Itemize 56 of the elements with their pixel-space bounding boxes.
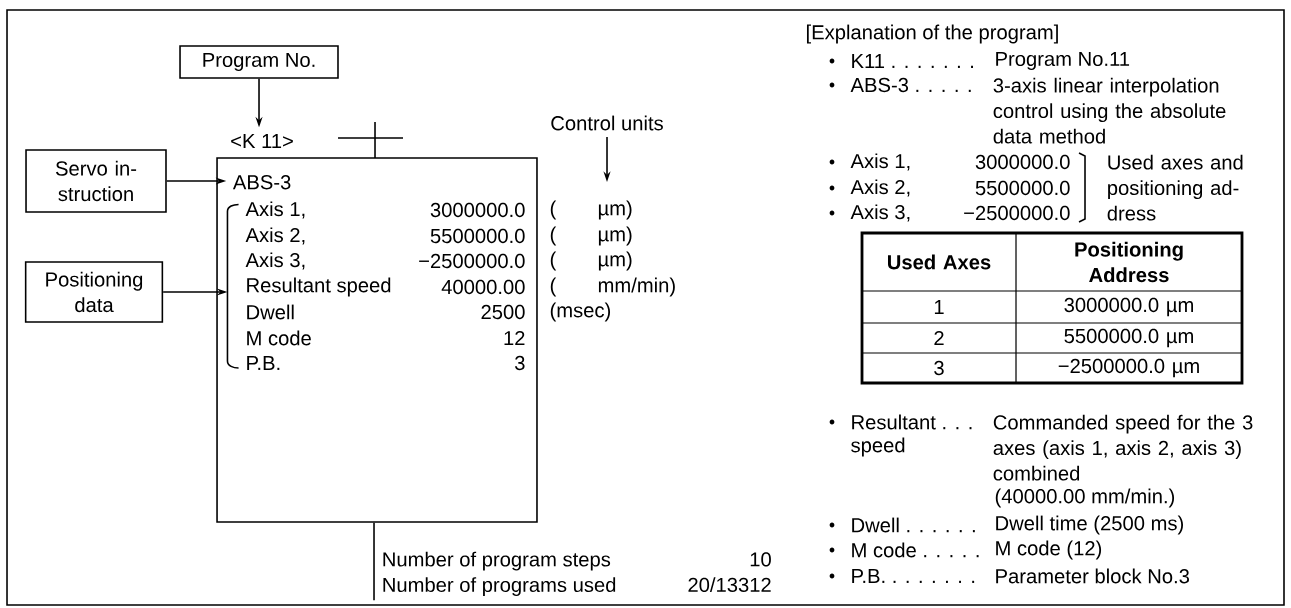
unit-text: ( [550,200,557,220]
term-text: Resultant . . . [852,414,972,430]
table-text: 2 [934,330,944,346]
description-text: Program No.11 [996,51,1130,71]
bracket [226,203,240,369]
instruction-text: ABS-3 [232,175,291,190]
description-text: Used axes and positioning ad- dress [1107,154,1243,221]
term-text: ABS-3 . . . . . [850,77,971,93]
program-box [216,157,538,523]
term-text: K11 . . . . . . . [852,54,973,68]
column-header: Positioning Address [1075,241,1183,283]
term-text: Axis 3, [850,204,910,222]
table-text: 3 [934,360,944,376]
heading: [Explanation of the program] [807,24,1058,44]
annotation-text: Control units [551,115,663,131]
description-text: (40000.00 mm/min.) [995,488,1175,508]
term-text: Axis 1, [850,153,910,171]
unit-text: µm) [598,251,632,271]
value-text: 40000.00 [441,279,525,295]
program-number-text: <K 11> [231,134,293,148]
value-text: 12 [504,330,525,346]
value-text: −2500000.0 [964,205,1070,221]
description-text: Dwell time (2500 ms) [996,515,1183,535]
value-text: 3000000.0 [430,202,525,218]
column-header: Used Axes [888,254,991,270]
table-text: 5500000.0 µm [1064,328,1193,348]
description-text: 3-axis linear interpolation control using the absolute data method [993,77,1226,144]
unit-text: mm/min) [598,277,675,297]
unit-text: µm) [598,226,632,246]
unit-text: ( [550,251,557,271]
label-box: Servo in- struction [25,149,167,213]
step-count-text: Number of program steps 10 Number of programs used 20/13312 [383,551,771,596]
term-text: Axis 2, [850,179,910,197]
label-box: Positioning data [24,261,164,323]
description-text: Parameter block No.3 [996,568,1189,584]
term-text: Dwell . . . . . . [852,517,975,533]
table-text: −2500000.0 µm [1058,358,1199,378]
description-text: M code (12) [996,540,1102,560]
value-text: −2500000.0 [419,253,525,269]
unit-text: ( [550,226,557,246]
value-text: 5500000.0 [430,228,525,244]
description-text: Commanded speed for the 3 axes (axis 1, axis 2, axis 3) combined [993,414,1253,481]
table-text: 1 [934,300,944,314]
term-text: P.B. . . . . . . . [852,569,975,583]
unit-text: (msec) [550,302,611,322]
term-text: speed [851,437,905,457]
label-box: Program No. [179,45,339,79]
value-text: 3 [515,355,525,371]
unit-text: ( [550,277,557,297]
value-text: 5500000.0 [975,180,1070,196]
term-text: M code . . . . . [852,542,979,558]
unit-text: µm) [598,200,632,220]
table-text: 3000000.0 µm [1064,297,1193,317]
leader-line [373,521,375,602]
value-text: 2500 [481,304,525,320]
value-text: 3000000.0 [975,154,1070,170]
